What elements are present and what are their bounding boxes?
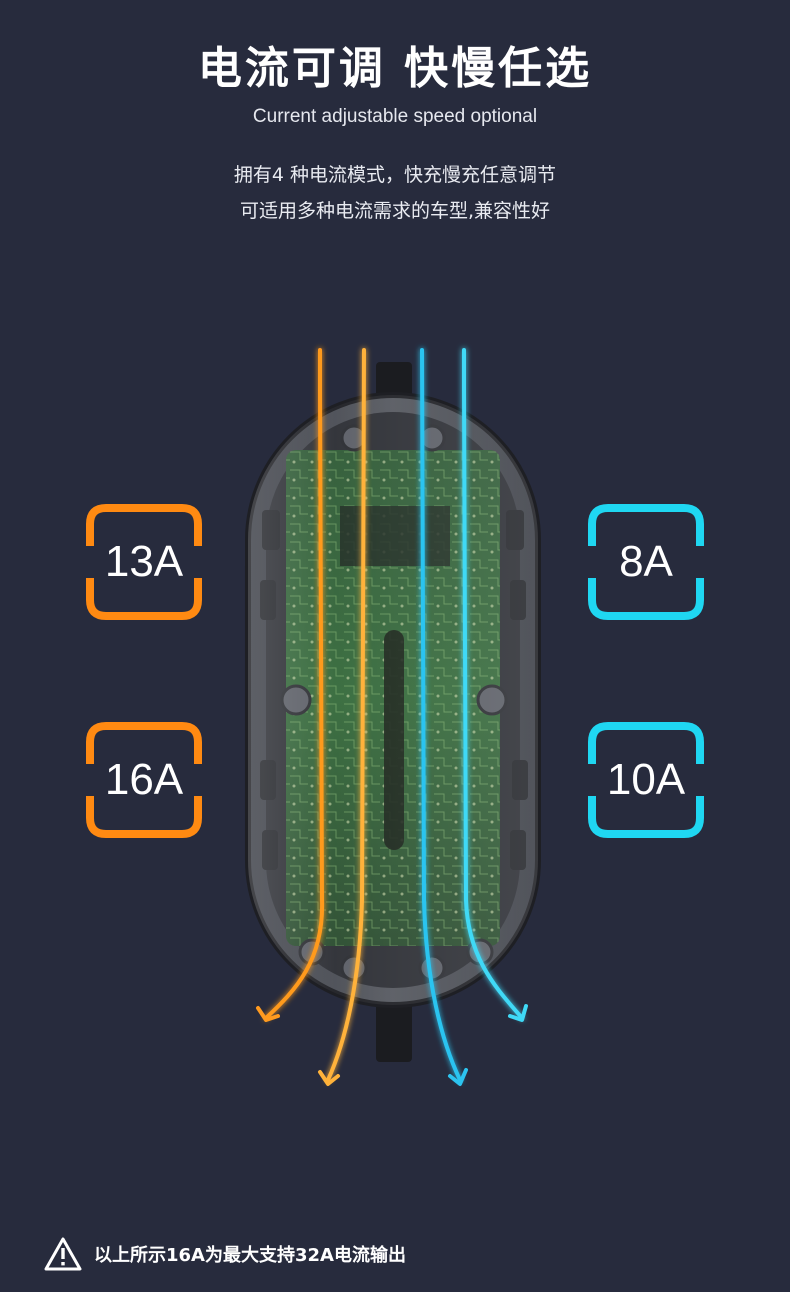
footnote-text: 以上所示16A为最大支持32A电流输出 bbox=[94, 1245, 406, 1266]
current-badge-10a: 10A bbox=[584, 718, 708, 842]
current-badge-16a: 16A bbox=[82, 718, 206, 842]
badge-label: 10A bbox=[606, 755, 686, 804]
page-title: 电流可调 快慢任选 bbox=[197, 43, 593, 94]
badge-label: 8A bbox=[619, 537, 673, 586]
description-line-2: 可适用多种电流需求的车型,兼容性好 bbox=[239, 200, 551, 222]
warning-triangle-icon bbox=[44, 1237, 82, 1271]
current-badge-8a: 8A bbox=[584, 500, 708, 624]
badge-label: 13A bbox=[104, 537, 184, 586]
footnote: 以上所示16A为最大支持32A电流输出 bbox=[44, 1236, 406, 1272]
badge-label: 16A bbox=[104, 755, 184, 804]
description-line-1: 拥有4 种电流模式，快充慢充任意调节 bbox=[233, 164, 557, 186]
charger-control-box-illustration bbox=[236, 340, 556, 1100]
current-badge-13a: 13A bbox=[82, 500, 206, 624]
page-subtitle: Current adjustable speed optional bbox=[252, 106, 538, 127]
